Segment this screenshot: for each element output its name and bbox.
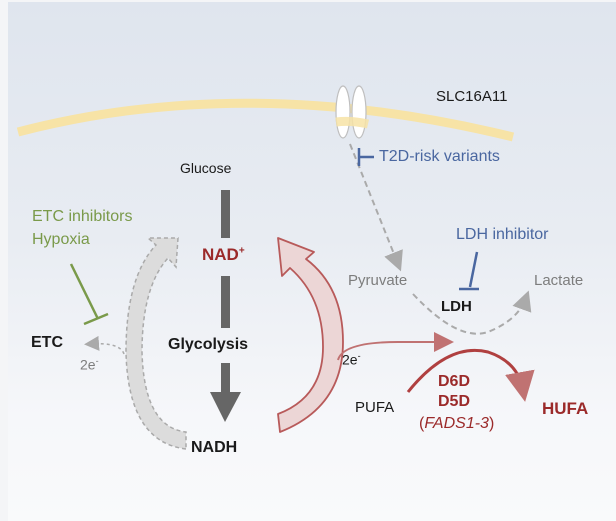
electron-superscript: - xyxy=(357,351,361,361)
ldh-dashed-arrow xyxy=(412,290,532,335)
electron-superscript: - xyxy=(95,356,99,366)
fads-label: (FADS1-3) xyxy=(419,415,495,432)
pathway-graphics xyxy=(16,85,535,450)
t2d-inhibition-symbol xyxy=(357,148,374,166)
two-electron-right-label: 2e- xyxy=(342,352,361,367)
etc-label: ETC xyxy=(31,334,63,351)
etc-regeneration-arrow xyxy=(125,237,187,450)
glycolysis-label: Glycolysis xyxy=(168,336,249,353)
slc16a11-label: SLC16A11 xyxy=(436,88,508,105)
nad-plus-superscript: + xyxy=(238,245,245,257)
nad-to-glycolysis-bar xyxy=(221,276,230,328)
ldh-inhibitor-label: LDH inhibitor xyxy=(456,226,549,243)
hypoxia-label: Hypoxia xyxy=(32,231,90,248)
nadh-label: NADH xyxy=(191,439,238,456)
two-electron-left-label: 2e- xyxy=(80,357,99,372)
etc-inhibition-symbol xyxy=(69,263,109,326)
pyruvate-label: Pyruvate xyxy=(348,272,408,289)
glucose-to-nad-bar xyxy=(221,190,230,238)
cell-membrane xyxy=(16,98,515,142)
pufa-label: PUFA xyxy=(355,399,395,416)
fads-gene-name: FADS1-3 xyxy=(424,415,489,432)
nad-regeneration-arrow xyxy=(277,237,344,433)
glycolysis-arrowhead xyxy=(210,392,241,422)
t2d-variants-label: T2D-risk variants xyxy=(379,148,500,165)
two-e-text: 2e xyxy=(80,356,96,373)
diagram-canvas: SLC16A11 T2D-risk variants Glucose NAD+ … xyxy=(8,2,616,521)
ldh-label: LDH xyxy=(441,298,472,315)
lactate-label: Lactate xyxy=(534,272,584,289)
electron-to-etc-arrow xyxy=(84,335,125,355)
transporter-subunit-left xyxy=(335,85,351,139)
d6d-label: D6D xyxy=(438,373,471,390)
pufa-to-hufa-arrow xyxy=(406,348,535,402)
ldh-inhibition-symbol xyxy=(459,251,479,291)
glucose-label: Glucose xyxy=(180,160,232,176)
nad-plus-label: NAD+ xyxy=(202,246,245,263)
two-e-text: 2e xyxy=(342,351,358,368)
transporter-subunit-right xyxy=(351,85,367,139)
hufa-label: HUFA xyxy=(542,399,589,418)
electron-to-desaturase-arrow xyxy=(337,332,454,361)
glycolysis-to-nadh-shaft xyxy=(221,363,230,393)
d5d-label: D5D xyxy=(438,393,471,410)
etc-inhibitors-label: ETC inhibitors xyxy=(32,208,133,225)
nad-plus-text: NAD xyxy=(202,245,239,264)
